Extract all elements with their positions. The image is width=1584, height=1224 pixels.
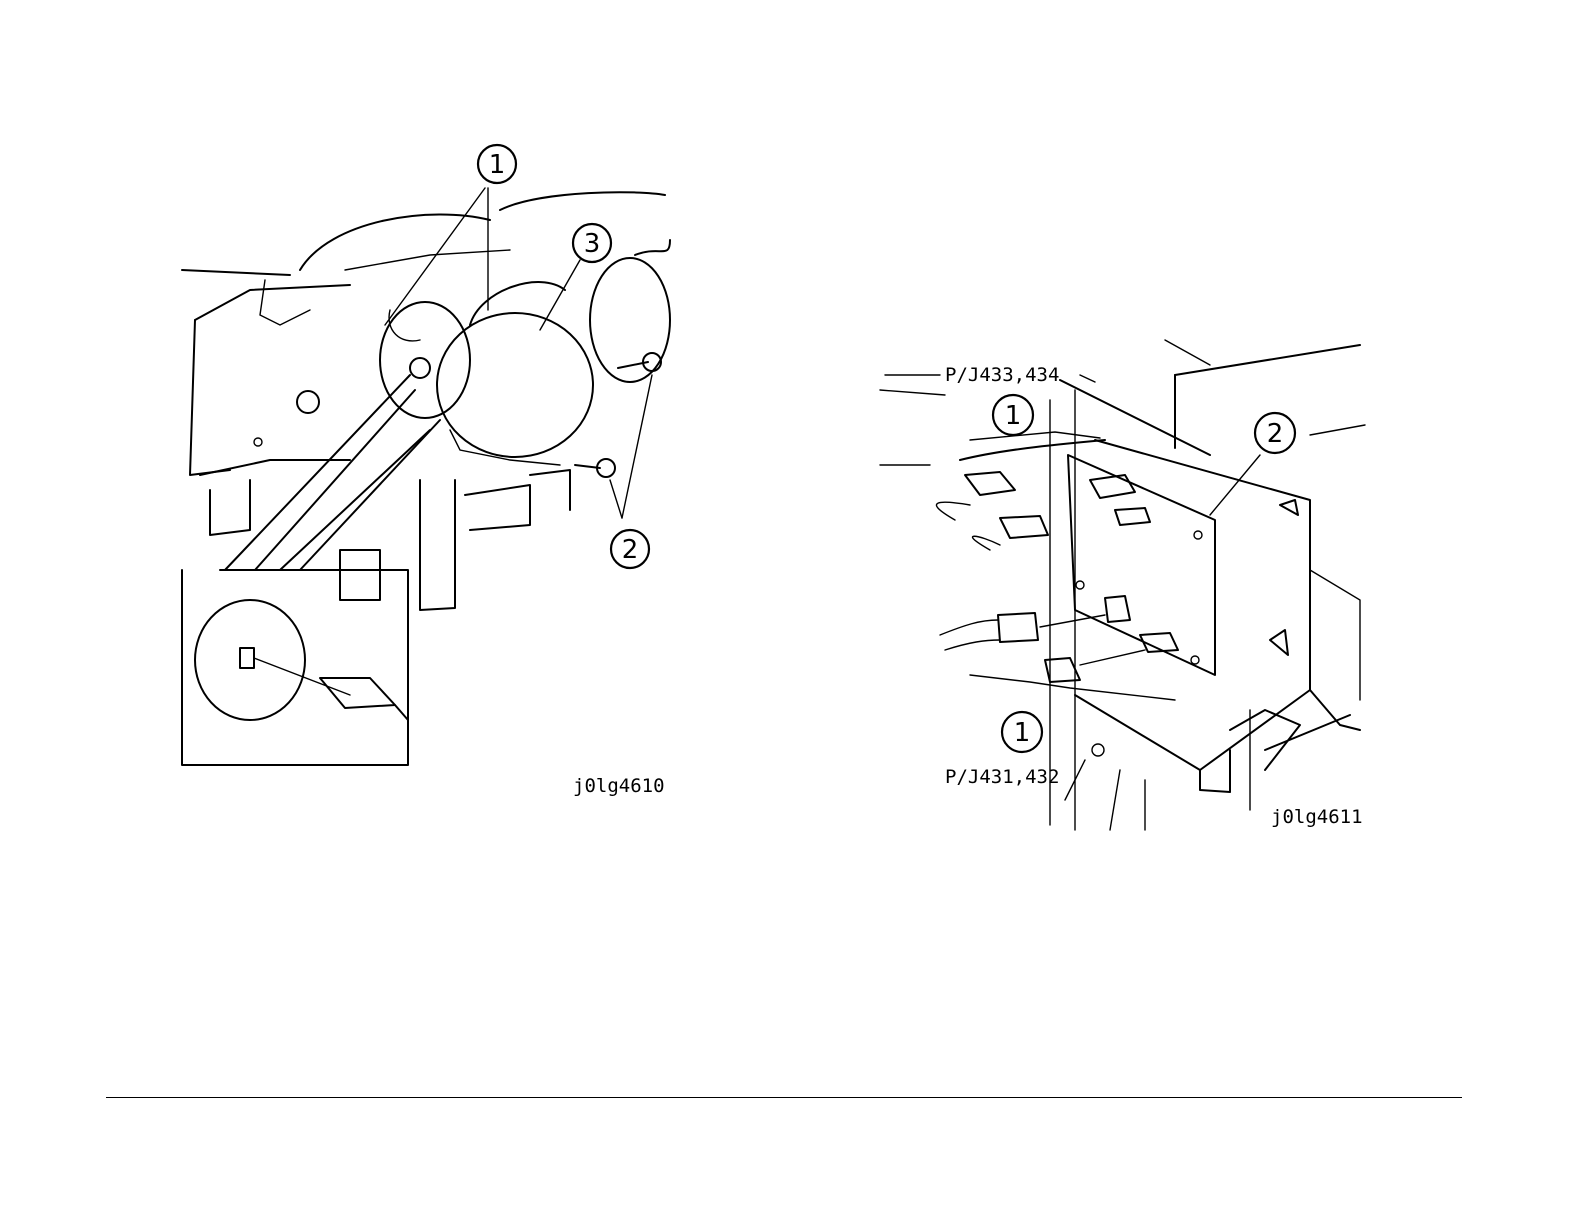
svg-text:1: 1 xyxy=(1005,401,1022,431)
callout-2: 2 xyxy=(1255,413,1295,453)
board-connector-illustration: 1 2 1 P/J433,434 P/J431,432 xyxy=(870,330,1380,835)
figure-id-left: j0lg4610 xyxy=(573,775,665,797)
svg-text:1: 1 xyxy=(1014,718,1031,748)
svg-text:2: 2 xyxy=(1267,419,1284,449)
figure-id-right: j0lg4611 xyxy=(1271,806,1363,828)
callout-1-top: 1 xyxy=(993,395,1033,435)
page-rule xyxy=(106,1097,1462,1098)
svg-text:1: 1 xyxy=(489,150,506,180)
svg-text:3: 3 xyxy=(584,229,601,259)
callout-1: 1 xyxy=(478,145,516,183)
callout-2: 2 xyxy=(611,530,649,568)
svg-text:2: 2 xyxy=(622,535,639,565)
motor-removal-illustration: 1 3 2 xyxy=(170,130,690,810)
callout-1-bottom: 1 xyxy=(1002,712,1042,752)
callout-3: 3 xyxy=(573,224,611,262)
label-pj431-432: P/J431,432 xyxy=(945,766,1059,788)
label-pj433-434: P/J433,434 xyxy=(945,364,1059,386)
